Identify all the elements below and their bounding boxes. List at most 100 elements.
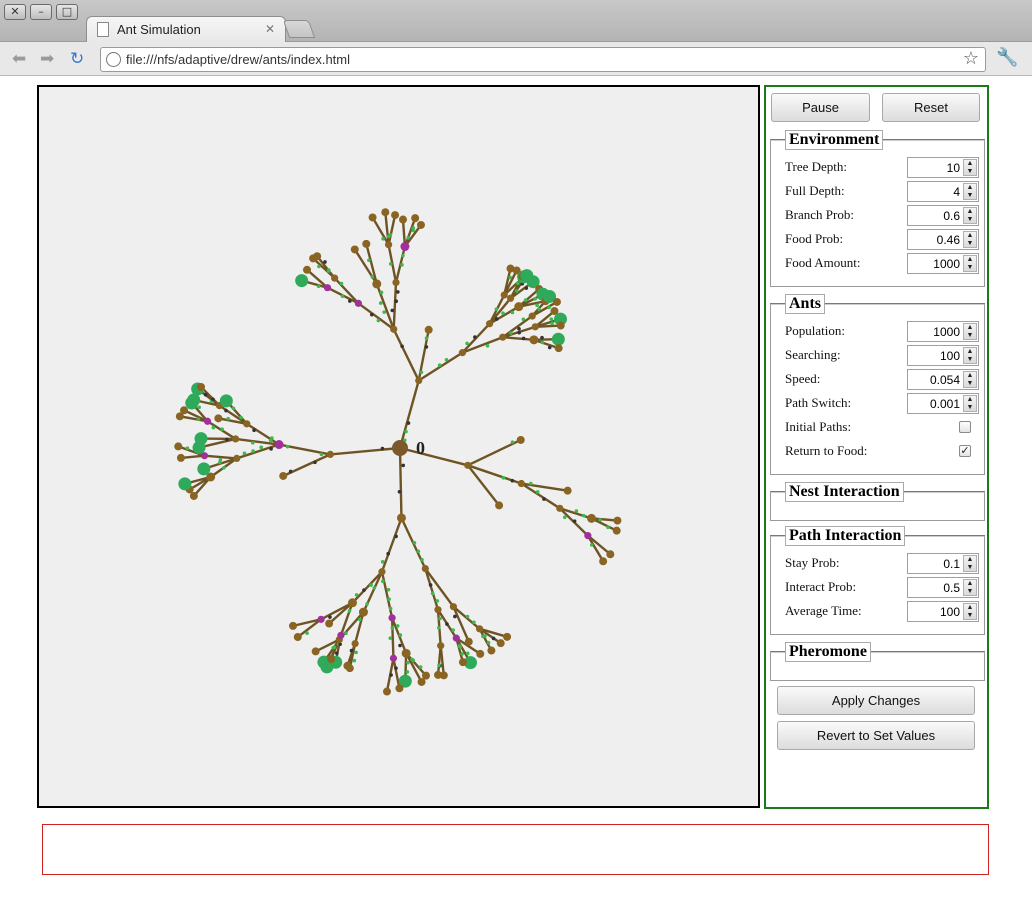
number-spinner[interactable]: 100▲▼: [907, 345, 979, 366]
number-spinner[interactable]: 0.6▲▼: [907, 205, 979, 226]
pause-button[interactable]: Pause: [771, 93, 870, 122]
tree-node: [613, 516, 622, 525]
tree-node: [464, 461, 472, 469]
number-spinner[interactable]: 4▲▼: [907, 181, 979, 202]
tree-node: [350, 245, 359, 254]
tree-node: [358, 607, 368, 617]
spinner-value: 100: [939, 605, 960, 619]
tree-branch: [520, 482, 562, 510]
ant-dot: [400, 344, 404, 349]
reset-button[interactable]: Reset: [882, 93, 980, 122]
ant-dot: [379, 290, 384, 295]
spinner-arrows-icon[interactable]: ▲▼: [963, 579, 977, 596]
ant-dot: [328, 615, 332, 619]
tree-branch: [436, 644, 442, 677]
tree-branch: [203, 454, 238, 460]
spinner-value: 4: [953, 185, 960, 199]
tree-node: [395, 684, 404, 693]
food-node: [295, 274, 309, 288]
spinner-arrows-icon[interactable]: ▲▼: [963, 255, 977, 272]
spinner-value: 0.1: [943, 557, 960, 571]
ant-dot: [549, 317, 554, 321]
ant-dot: [388, 232, 393, 237]
tree-branch: [353, 610, 365, 645]
tree-node: [434, 606, 442, 614]
ant-dot: [451, 628, 455, 632]
minimize-window-icon[interactable]: –: [30, 4, 52, 20]
tree-branch: [404, 652, 423, 684]
food-node: [551, 332, 565, 346]
reload-icon[interactable]: ↻: [70, 49, 85, 69]
ant-dot: [465, 341, 469, 346]
tree-branch: [558, 507, 593, 520]
tree-branch: [455, 636, 465, 664]
tree-node: [556, 321, 565, 330]
simulation-canvas[interactable]: 0: [37, 85, 760, 808]
initial-paths-checkbox[interactable]: [959, 421, 971, 433]
food-node: [219, 394, 233, 408]
ant-dot: [460, 651, 464, 656]
apply-changes-button[interactable]: Apply Changes: [777, 686, 975, 715]
spinner-arrows-icon[interactable]: ▲▼: [963, 207, 977, 224]
nest-interaction-legend[interactable]: Nest Interaction: [785, 482, 904, 502]
spinner-arrows-icon[interactable]: ▲▼: [963, 159, 977, 176]
spinner-arrows-icon[interactable]: ▲▼: [963, 347, 977, 364]
spinner-arrows-icon[interactable]: ▲▼: [963, 603, 977, 620]
number-spinner[interactable]: 0.054▲▼: [907, 369, 979, 390]
number-spinner[interactable]: 10▲▼: [907, 157, 979, 178]
number-spinner[interactable]: 0.5▲▼: [907, 577, 979, 598]
ant-dot: [424, 336, 429, 340]
revert-button[interactable]: Revert to Set Values: [777, 721, 975, 750]
spinner-arrows-icon[interactable]: ▲▼: [963, 183, 977, 200]
spinner-arrows-icon[interactable]: ▲▼: [963, 395, 977, 412]
field-row: Branch Prob: 0.6▲▼: [785, 205, 981, 227]
maximize-window-icon[interactable]: □: [56, 4, 78, 20]
number-spinner[interactable]: 100▲▼: [907, 601, 979, 622]
spinner-arrows-icon[interactable]: ▲▼: [963, 371, 977, 388]
tree-node: [311, 647, 320, 656]
window-titlebar: ✕ – □ Ant Simulation ✕: [0, 0, 1032, 43]
number-spinner[interactable]: 0.1▲▼: [907, 553, 979, 574]
tree-node: [503, 632, 512, 641]
ant-dot: [251, 449, 255, 453]
spinner-arrows-icon[interactable]: ▲▼: [963, 323, 977, 340]
forward-arrow-icon[interactable]: ➡: [40, 49, 55, 69]
number-spinner[interactable]: 0.001▲▼: [907, 393, 979, 414]
pheromone-legend[interactable]: Pheromone: [785, 642, 871, 662]
address-bar[interactable]: file:///nfs/adaptive/drew/ants/index.htm…: [100, 47, 986, 72]
ant-dot: [380, 560, 385, 564]
return-to-food-row: Return to Food: ✓: [785, 441, 981, 463]
browser-tab[interactable]: Ant Simulation ✕: [86, 16, 286, 43]
ant-dot: [349, 648, 354, 653]
tree-node: [516, 435, 525, 444]
back-arrow-icon[interactable]: ⬅: [12, 49, 27, 69]
ant-dot: [369, 583, 373, 587]
wrench-icon[interactable]: 🔧: [996, 47, 1019, 68]
tree-node: [206, 472, 216, 482]
tree-branch: [182, 409, 209, 423]
bookmark-star-icon[interactable]: ☆: [962, 48, 979, 69]
field-label: Branch Prob:: [785, 207, 854, 222]
tree-node: [326, 450, 334, 459]
tree-node: [274, 440, 284, 450]
spinner-arrows-icon[interactable]: ▲▼: [963, 231, 977, 248]
new-tab-button[interactable]: [282, 20, 316, 38]
number-spinner[interactable]: 0.46▲▼: [907, 229, 979, 250]
tree-node: [550, 307, 559, 316]
path-interaction-legend[interactable]: Path Interaction: [785, 526, 906, 546]
number-spinner[interactable]: 1000▲▼: [907, 253, 979, 274]
tree-branch: [305, 268, 329, 289]
return-to-food-checkbox[interactable]: ✓: [959, 445, 971, 457]
spinner-value: 0.6: [943, 209, 960, 223]
ants-legend: Ants: [785, 294, 826, 314]
number-spinner[interactable]: 1000▲▼: [907, 321, 979, 342]
ant-dot: [220, 427, 224, 432]
ant-dot: [396, 290, 400, 294]
ant-dot: [465, 614, 470, 619]
spinner-arrows-icon[interactable]: ▲▼: [963, 555, 977, 572]
tree-branch: [315, 255, 336, 280]
food-node: [553, 312, 567, 326]
close-window-icon[interactable]: ✕: [4, 4, 26, 20]
field-label: Average Time:: [785, 603, 862, 618]
close-tab-icon[interactable]: ✕: [264, 22, 275, 36]
